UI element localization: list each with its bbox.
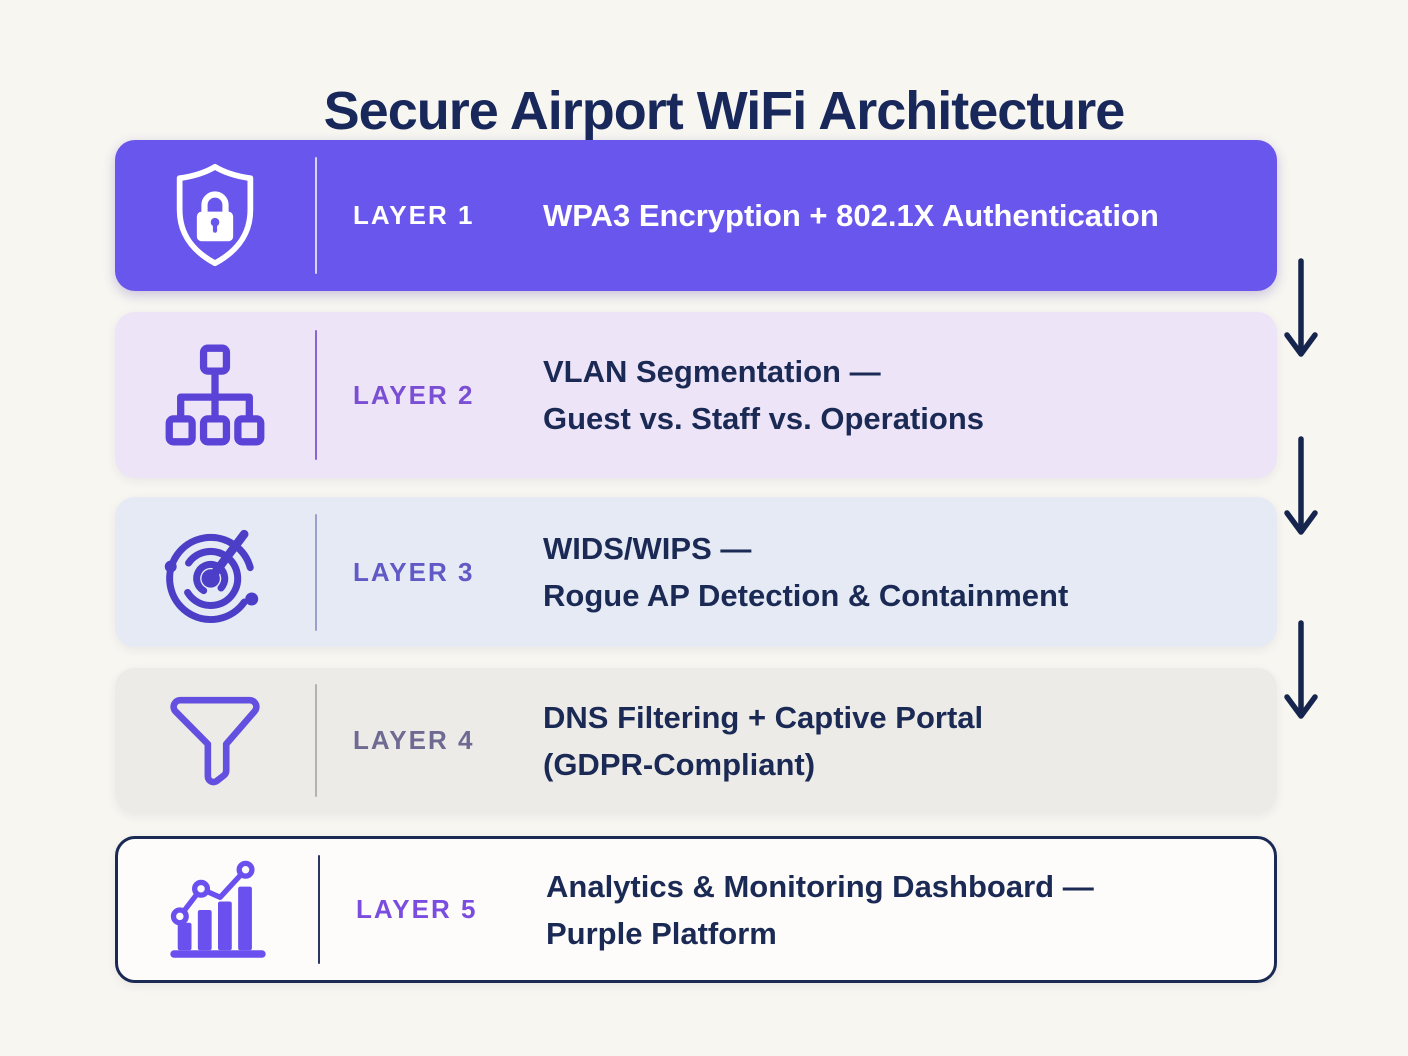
layer-label: LAYER 4	[353, 725, 475, 755]
layer-card-5: LAYER 5 Analytics & Monitoring Dashboard…	[115, 836, 1277, 983]
layer-card-1: LAYER 1 WPA3 Encryption + 802.1X Authent…	[115, 140, 1277, 291]
layer-label: LAYER 5	[356, 894, 478, 924]
layer-title-line-2: Purple Platform	[546, 915, 777, 951]
icon-cell	[115, 518, 315, 626]
layer-stack: LAYER 1 WPA3 Encryption + 802.1X Authent…	[115, 140, 1277, 983]
page-title: Secure Airport WiFi Architecture	[323, 81, 1126, 142]
layer-title: Analytics & Monitoring Dashboard — Purpl…	[546, 863, 1274, 957]
card-divider	[318, 854, 320, 965]
layer-label: LAYER 1	[353, 200, 475, 230]
card-divider	[315, 330, 317, 460]
funnel-icon	[170, 696, 260, 785]
layer-label: LAYER 2	[353, 379, 475, 410]
layer-title: DNS Filtering + Captive Portal (GDPR-Com…	[543, 694, 1277, 788]
layer-label: LAYER 3	[353, 556, 475, 587]
icon-cell	[118, 857, 318, 963]
layer-title-line-1: DNS Filtering + Captive Portal	[543, 699, 984, 735]
layer-card-4: LAYER 4 DNS Filtering + Captive Portal (…	[115, 668, 1277, 813]
layer-title: WIDS/WIPS — Rogue AP Detection & Contain…	[543, 525, 1277, 619]
layer-card-2: LAYER 2 VLAN Segmentation — Guest vs. St…	[115, 312, 1277, 478]
layer-title: WPA3 Encryption + 802.1X Authentication	[543, 192, 1277, 239]
layer-title-line-2: Guest vs. Staff vs. Operations	[543, 401, 985, 436]
shield-lock-icon	[176, 163, 254, 267]
layer-title-line-1: Analytics & Monitoring Dashboard —	[546, 868, 1094, 904]
card-divider	[315, 513, 317, 631]
layer-title-line-2: Rogue AP Detection & Containment	[543, 578, 1069, 613]
down-arrow	[1284, 436, 1318, 535]
layer-title-line-2: (GDPR-Compliant)	[543, 746, 816, 782]
icon-cell	[115, 343, 315, 447]
icon-cell	[115, 690, 315, 792]
down-arrow	[1284, 258, 1318, 357]
card-divider	[315, 156, 317, 275]
layer-title-line-1: VLAN Segmentation —	[543, 354, 881, 389]
card-divider	[315, 683, 317, 798]
network-tree-icon	[165, 344, 265, 446]
radar-icon	[164, 529, 259, 624]
layer-title-line-1: WIDS/WIPS —	[543, 531, 752, 566]
down-arrow	[1284, 620, 1318, 719]
layer-card-3: LAYER 3 WIDS/WIPS — Rogue AP Detection &…	[115, 497, 1277, 647]
layer-title-line-1: WPA3 Encryption + 802.1X Authentication	[543, 198, 1159, 233]
layer-title: VLAN Segmentation — Guest vs. Staff vs. …	[543, 348, 1277, 442]
icon-cell	[115, 162, 315, 269]
bar-chart-trend-icon	[170, 860, 266, 958]
